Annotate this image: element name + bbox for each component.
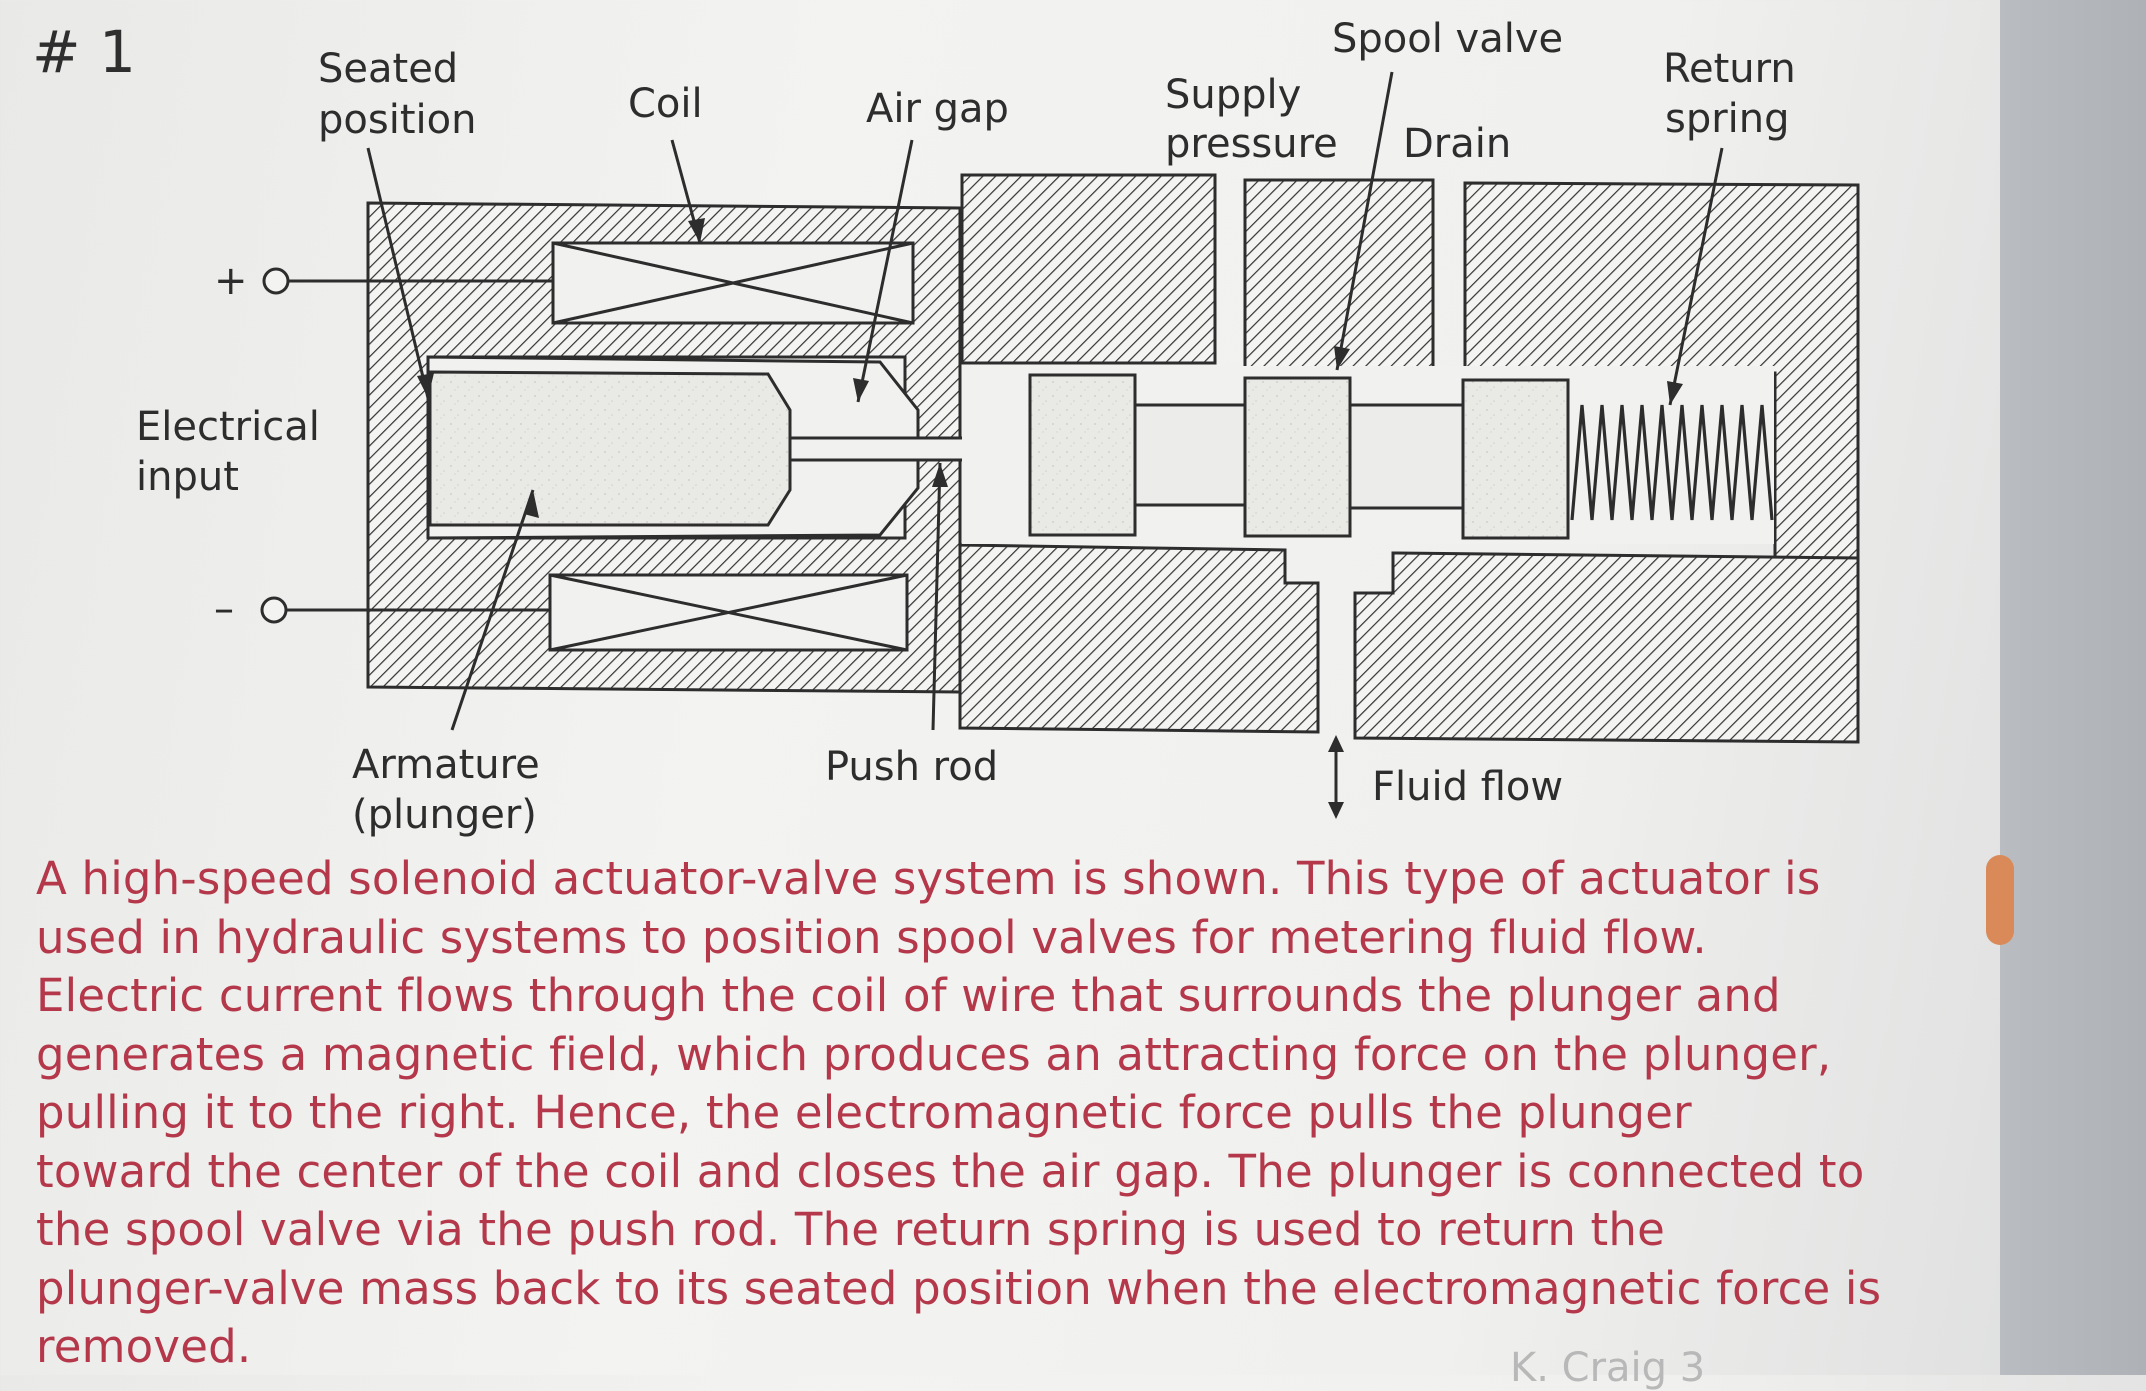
label-armature-2: (plunger) xyxy=(352,792,537,838)
problem-description: A high-speed solenoid actuator-valve sys… xyxy=(36,850,1956,1377)
arrowhead-armature xyxy=(524,490,539,518)
valve-body-lower-left xyxy=(958,543,1320,734)
spool-stem-left xyxy=(1133,403,1247,507)
return-spring xyxy=(1570,404,1774,521)
spool-land-left xyxy=(1028,373,1137,537)
leader-seated-position xyxy=(366,147,430,399)
label-return-spring-2: spring xyxy=(1665,96,1790,142)
arrowhead-spool xyxy=(1334,346,1350,370)
caption-line: removed. xyxy=(36,1320,252,1373)
label-supply-pressure-2: pressure xyxy=(1165,121,1338,167)
caption-line: used in hydraulic systems to position sp… xyxy=(36,910,1707,964)
label-seated-position-1: Seated xyxy=(318,46,458,92)
arrowhead-flow-down xyxy=(1328,802,1344,819)
background-edge xyxy=(1986,0,2146,1375)
valve-body-upper-left xyxy=(960,173,1217,365)
spool-land-right xyxy=(1461,378,1570,540)
armature-plunger xyxy=(428,370,792,527)
label-seated-position-2: position xyxy=(318,97,476,143)
label-minus-terminal: – xyxy=(214,586,234,632)
leader-armature xyxy=(450,489,535,731)
leader-return-spring xyxy=(1668,147,1724,406)
label-spool-valve: Spool valve xyxy=(1332,16,1563,62)
negative-terminal xyxy=(260,596,288,624)
slide-footer: K. Craig 3 xyxy=(1510,1345,1706,1391)
leader-push-rod xyxy=(931,462,942,731)
caption-line: A high-speed solenoid actuator-valve sys… xyxy=(36,852,1821,905)
arrowhead-push-rod xyxy=(932,463,948,487)
label-armature-1: Armature xyxy=(352,742,540,788)
arrowhead-coil xyxy=(688,218,705,243)
label-coil: Coil xyxy=(628,81,703,127)
label-return-spring-1: Return xyxy=(1663,46,1796,92)
label-fluid-flow: Fluid flow xyxy=(1372,764,1563,810)
valve-body-upper-middle xyxy=(1243,178,1435,370)
caption-line: plunger-valve mass back to its seated po… xyxy=(36,1261,1882,1315)
caption-line: the spool valve via the push rod. The re… xyxy=(36,1203,1665,1256)
solenoid-valve-diagram: + – Seated position Coil Air gap Supply … xyxy=(136,16,1860,838)
edge-marker xyxy=(1986,855,2014,945)
label-air-gap: Air gap xyxy=(866,86,1009,132)
arrowhead-air-gap xyxy=(853,378,869,402)
leader-air-gap xyxy=(856,139,914,403)
spool-stem-right xyxy=(1348,403,1465,510)
spool-land-middle xyxy=(1243,376,1352,538)
label-plus-terminal: + xyxy=(214,258,248,304)
caption-line: generates a magnetic field, which produc… xyxy=(36,1027,1832,1081)
label-drain: Drain xyxy=(1403,121,1511,167)
caption-line: Electric current flows through the coil … xyxy=(36,969,1781,1022)
label-push-rod: Push rod xyxy=(825,744,998,790)
caption-line: toward the center of the coil and closes… xyxy=(36,1144,1865,1198)
label-supply-pressure-1: Supply xyxy=(1165,72,1301,118)
arrowhead-seated xyxy=(417,373,434,398)
arrowhead-flow-up xyxy=(1328,735,1344,752)
caption-line: pulling it to the right. Hence, the elec… xyxy=(36,1086,1692,1139)
label-electrical-input-1: Electrical xyxy=(136,404,320,450)
label-electrical-input-2: input xyxy=(136,454,239,500)
problem-number: # 1 xyxy=(32,18,136,86)
arrowhead-spring xyxy=(1667,381,1683,405)
valve-body-lower-right xyxy=(1353,551,1860,744)
positive-terminal xyxy=(262,267,290,295)
leader-spool-valve xyxy=(1335,71,1394,371)
